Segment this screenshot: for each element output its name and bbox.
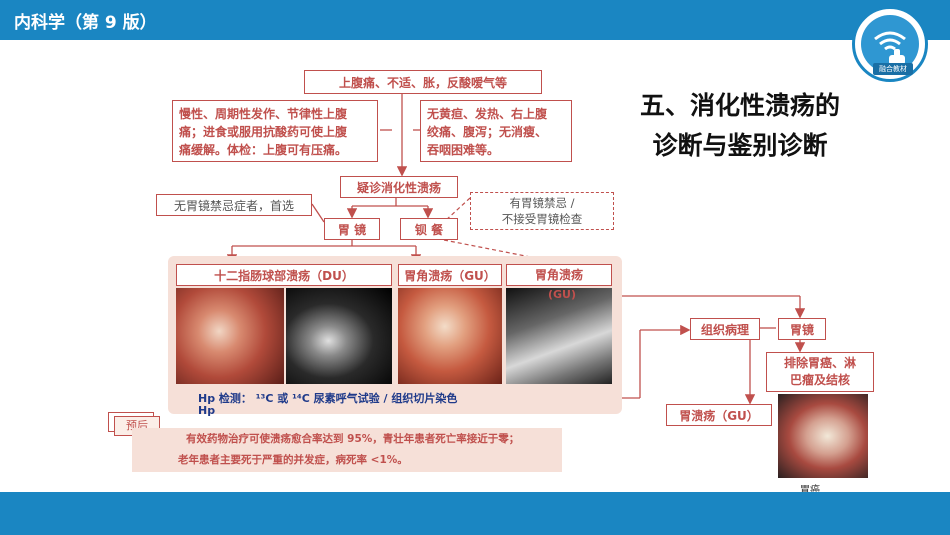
du-label-box: 十二指肠球部溃疡（DU） [176,264,392,286]
gu-endoscopy-image [398,288,502,384]
logo-label: 融合教材 [873,63,913,75]
left-feature-1: 慢性、周期性发作、节律性上腹 [179,107,348,121]
right-features-box: 无黄疸、发热、右上腹 绞痛、腹泻；无消瘦、 吞咽困难等。 [420,100,572,162]
gu-label-box-2: 胃角溃疡 [506,264,612,286]
pathology-box: 组织病理 [690,318,760,340]
left-feature-3: 痛缓解。体检：上腹可有压痛。 [179,143,348,157]
contra-line-2: 不接受胃镜检查 [501,212,583,226]
prognosis-line-1: 有效药物治疗可使溃疡愈合率达到 95%，青壮年患者死亡率接近于零； [186,433,520,445]
cancer-caption: 胃癌 [800,485,820,496]
hp-test-text-2: Hp [198,404,216,417]
barium-box: 钡 餐 [400,218,458,240]
right-feature-3: 吞咽困难等。 [427,143,500,157]
gastroscopy-box: 胃 镜 [324,218,380,240]
gu-barium-xray-image [506,288,612,384]
suspect-box: 疑诊消化性溃疡 [340,176,458,198]
no-contraindication-box: 无胃镜禁忌症者，首选 [156,194,312,216]
right-feature-2: 绞痛、腹泻；无消瘦、 [427,125,548,139]
symptoms-box: 上腹痛、不适、胀，反酸嗳气等 [304,70,542,94]
exclude-line-1: 排除胃癌、淋 [783,356,856,370]
contraindication-box: 有胃镜禁忌 / 不接受胃镜检查 [470,192,614,230]
right-feature-1: 无黄疸、发热、右上腹 [427,107,548,121]
gu-label-2-line2: (GU) [548,288,577,301]
exclude-line-2: 巴瘤及结核 [789,373,850,387]
final-gu-box: 胃溃疡（GU） [666,404,772,426]
gastric-cancer-image [778,394,868,478]
left-features-box: 慢性、周期性发作、节律性上腹 痛；进食或服用抗酸药可使上腹 痛缓解。体检：上腹可… [172,100,378,162]
prognosis-box: 有效药物治疗可使溃疡愈合率达到 95%，青壮年患者死亡率接近于零； 老年患者主要… [132,428,562,472]
section-title: 五、消化性溃疡的 诊断与鉴别诊断 [610,86,870,166]
prognosis-line-2: 老年患者主要死于严重的并发症，病死率 <1%。 [178,454,408,466]
du-barium-xray-image [286,288,392,384]
section-title-line2: 诊断与鉴别诊断 [652,131,828,160]
hp-test-text: Hp 检测： ¹³C 或 ¹⁴C 尿素呼气试验 / 组织切片染色 [198,392,458,405]
gastroscopy-box-2: 胃镜 [778,318,826,340]
exclude-box: 排除胃癌、淋 巴瘤及结核 [766,352,874,392]
du-endoscopy-image [176,288,284,384]
bottom-bar [0,492,950,535]
app-title: 内科学（第 9 版） [14,13,157,33]
gu-label-box: 胃角溃疡（GU） [398,264,502,286]
top-bar: 内科学（第 9 版） [0,0,950,40]
left-feature-2: 痛；进食或服用抗酸药可使上腹 [179,125,348,139]
publisher-logo: 融合教材 [852,6,928,82]
gu-label-2-line1: 胃角溃疡 [534,268,583,282]
contra-line-1: 有胃镜禁忌 / [509,196,575,210]
section-title-line1: 五、消化性溃疡的 [639,91,840,120]
